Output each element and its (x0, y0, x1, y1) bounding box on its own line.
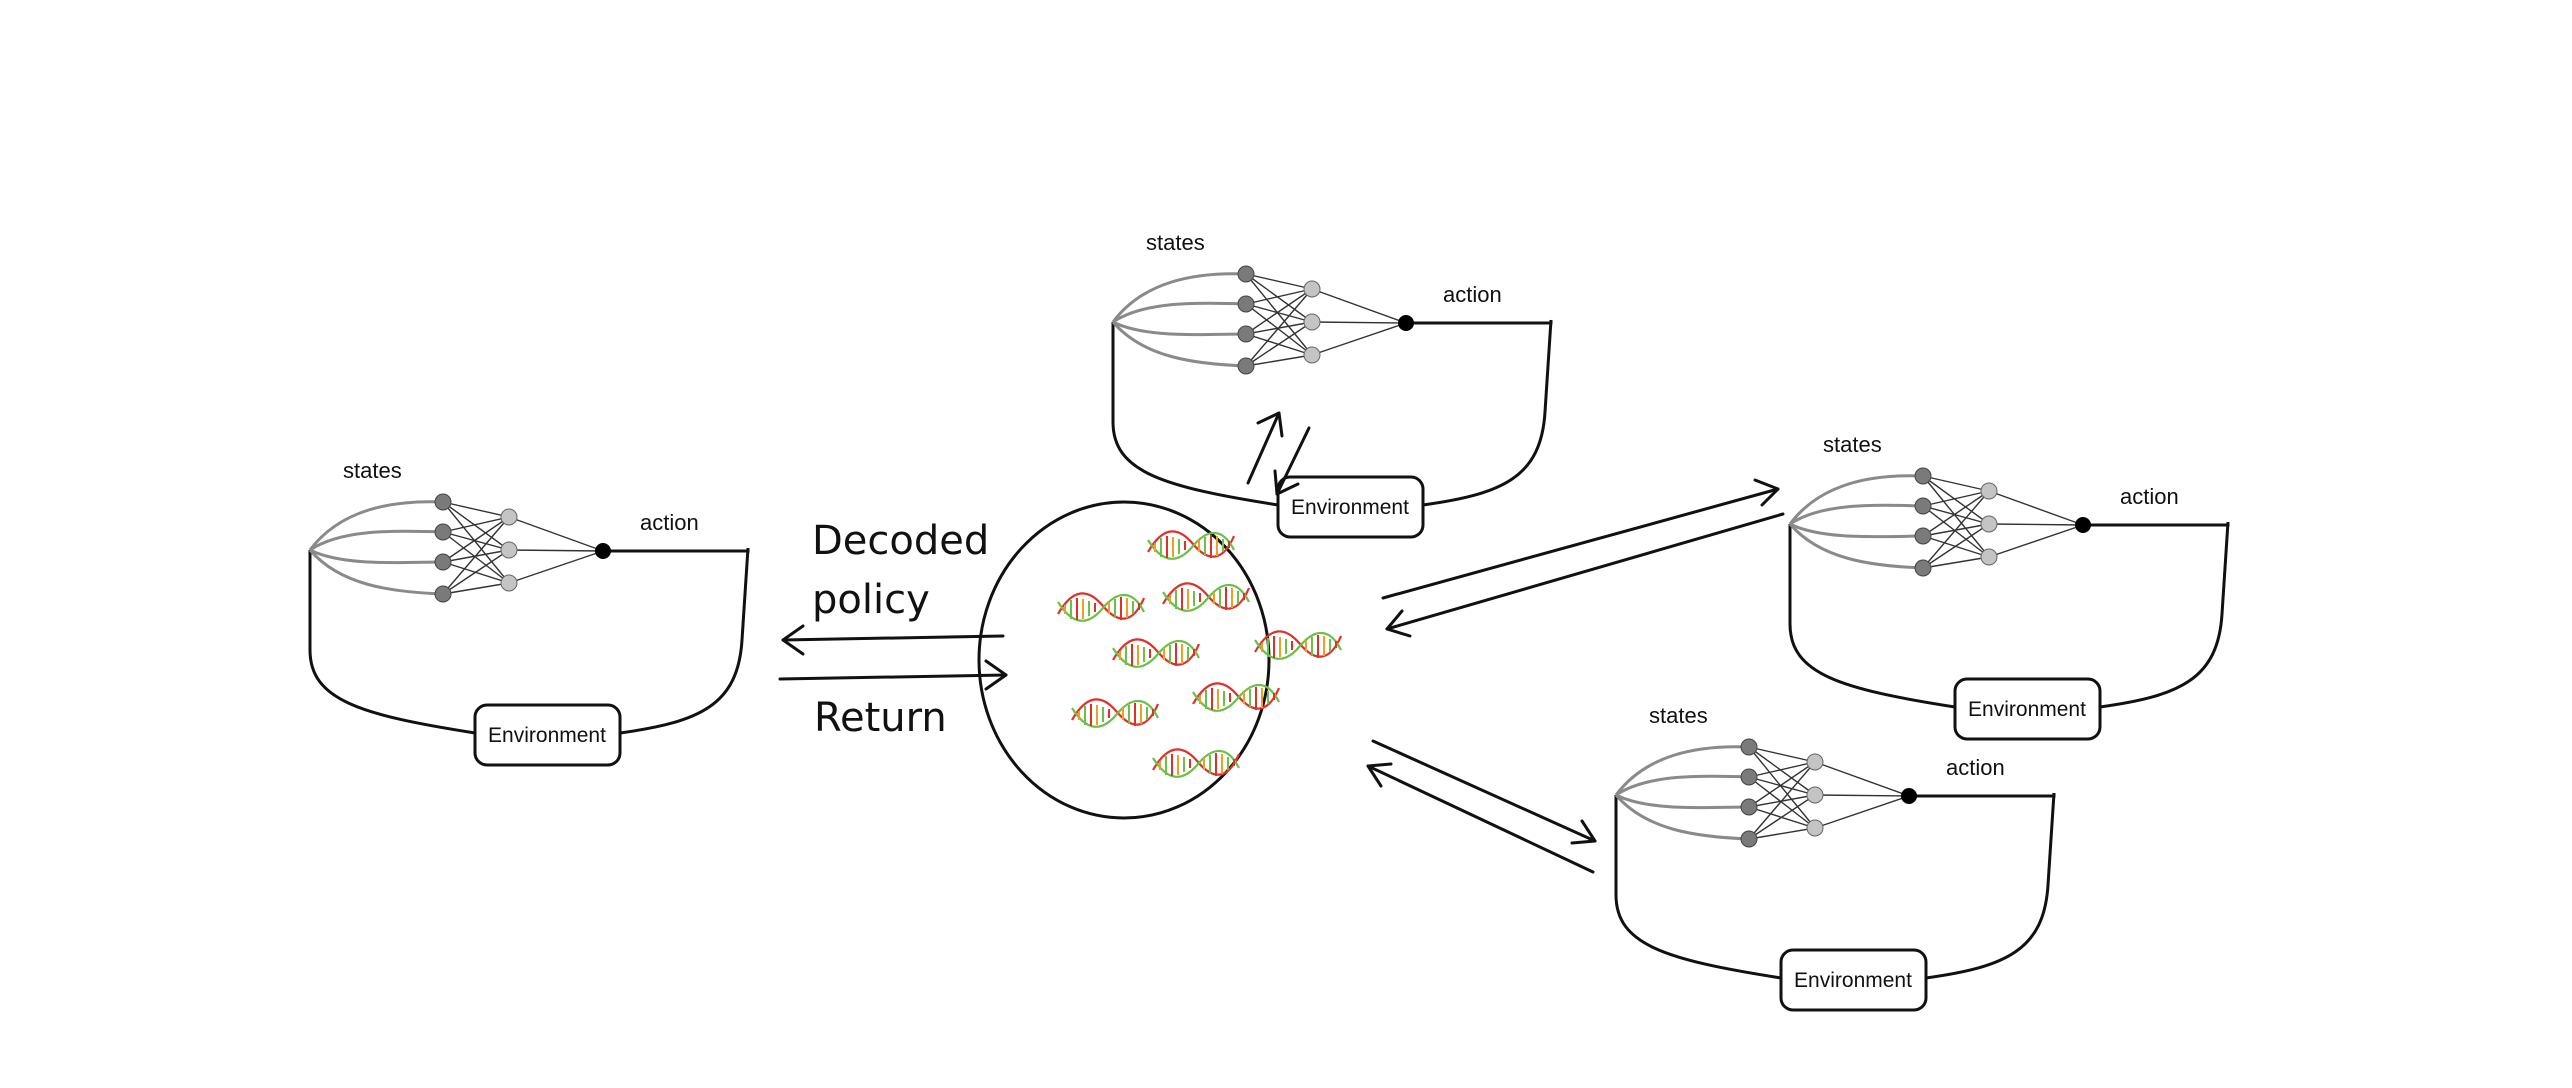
states-label: states (1146, 230, 1205, 255)
environment-box (1779, 948, 1928, 1012)
environment-label: Environment (1291, 496, 1409, 519)
population-pool (977, 500, 1343, 820)
action-label: action (1443, 282, 1502, 307)
action-label: action (640, 510, 699, 535)
network-edges (442, 501, 604, 595)
dna-icon (1253, 630, 1343, 660)
hidden-nodes (500, 508, 518, 592)
network-edges (1245, 273, 1407, 367)
environment-label: Environment (1968, 698, 2086, 721)
hidden-nodes (1806, 753, 1824, 837)
feedback-loop (619, 547, 750, 735)
agent-unit-left: Environment states action (308, 458, 750, 767)
decoded-policy-label-line2: policy (812, 577, 930, 623)
states-label: states (1649, 703, 1708, 728)
feedback-loop (1422, 319, 1553, 507)
output-node (595, 543, 611, 559)
environment-box (473, 703, 622, 767)
action-label: action (2120, 484, 2179, 509)
action-label: action (1946, 755, 2005, 780)
action-line (1406, 320, 1553, 325)
feedback-loop (1788, 524, 1956, 709)
feedback-loop (2099, 521, 2230, 709)
network-edges (1922, 475, 2084, 569)
return-label: Return (814, 695, 947, 741)
input-nodes (434, 493, 452, 603)
hidden-nodes (1303, 280, 1321, 364)
input-connections (1111, 272, 1247, 368)
output-node (1901, 788, 1917, 804)
feedback-loop (1925, 792, 2056, 980)
arrows (778, 411, 1785, 874)
feedback-loop (308, 550, 476, 735)
agent-unit-top: Environment states action (1111, 230, 1553, 539)
input-nodes (1740, 738, 1758, 848)
action-line (1909, 793, 2056, 798)
return-arrow-bottom-right (1366, 762, 1595, 874)
input-connections (308, 500, 444, 596)
policy-arrow-right (1381, 478, 1780, 600)
output-node (2075, 517, 2091, 533)
input-nodes (1914, 467, 1932, 577)
environment-box (1276, 475, 1425, 539)
input-nodes (1237, 265, 1255, 375)
input-connections (1788, 474, 1924, 570)
return-arrow (778, 659, 1008, 691)
return-arrow-top (1273, 426, 1311, 496)
return-arrow-right (1385, 512, 1785, 638)
states-label: states (1823, 432, 1882, 457)
environment-label: Environment (488, 724, 606, 747)
network-edges (1748, 746, 1910, 840)
agent-unit-bottom-right: Environment states action (1614, 703, 2056, 1012)
policy-arrow-top (1246, 411, 1284, 485)
feedback-loop (1614, 795, 1782, 980)
feedback-loop (1111, 322, 1279, 507)
environment-label: Environment (1794, 969, 1912, 992)
environment-box (1953, 677, 2102, 741)
agent-unit-right: Environment states action (1788, 432, 2230, 741)
output-node (1398, 315, 1414, 331)
policy-arrow-bottom-right (1371, 739, 1597, 845)
decoded-policy-label: Decoded (812, 518, 989, 564)
input-connections (1614, 745, 1750, 841)
action-line (603, 548, 750, 553)
hidden-nodes (1980, 482, 1998, 566)
action-line (2083, 522, 2230, 527)
decoded-policy-arrow (781, 624, 1005, 656)
states-label: states (343, 458, 402, 483)
